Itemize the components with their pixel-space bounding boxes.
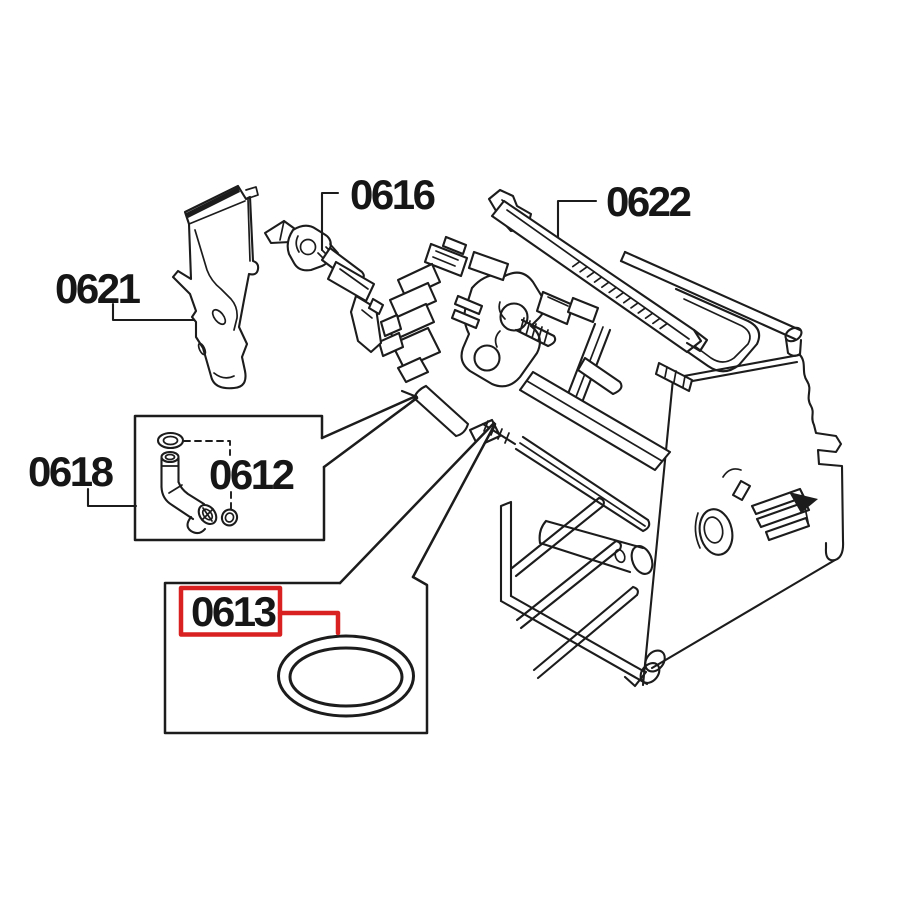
- leader-0616: [322, 193, 338, 250]
- machine-assembly-drawing: [379, 190, 843, 687]
- part-label-0612[interactable]: 0612: [209, 451, 296, 498]
- o-ring-drawing: [279, 636, 414, 716]
- elbow-fitting-drawing: [158, 433, 220, 533]
- highlight-0613: [181, 588, 338, 635]
- part-label-0616[interactable]: 0616: [350, 171, 437, 218]
- leader-lines: [88, 193, 596, 509]
- leader-0612-top: [184, 441, 230, 455]
- sealing-ring-drawing: [220, 507, 240, 527]
- brew-head: [379, 237, 670, 470]
- part-label-0621[interactable]: 0621: [55, 265, 143, 312]
- detail-box-0613: [165, 423, 495, 733]
- detail-box-0618: [135, 391, 417, 540]
- ladder-frame: [501, 324, 663, 687]
- arrowhead-icon: [402, 391, 417, 408]
- part-label-0618[interactable]: 0618: [28, 448, 116, 495]
- highlight-leader: [280, 613, 338, 633]
- deck-frame: [621, 252, 804, 685]
- leader-0621: [113, 304, 194, 320]
- part-0622-panel-drawing: [489, 190, 707, 352]
- part-label-0613[interactable]: 0613: [191, 588, 278, 635]
- part-label-0622[interactable]: 0622: [606, 178, 693, 225]
- body-slab: [625, 355, 843, 686]
- leader-0622: [558, 201, 596, 237]
- part-0621-bracket-drawing: [173, 186, 258, 388]
- part-labels: 0616 0622 0621 0618 0612 0613: [28, 171, 693, 635]
- highlight-box: [181, 588, 280, 635]
- part-0616-valve-drawing: [265, 221, 383, 352]
- leader-0618: [88, 489, 136, 506]
